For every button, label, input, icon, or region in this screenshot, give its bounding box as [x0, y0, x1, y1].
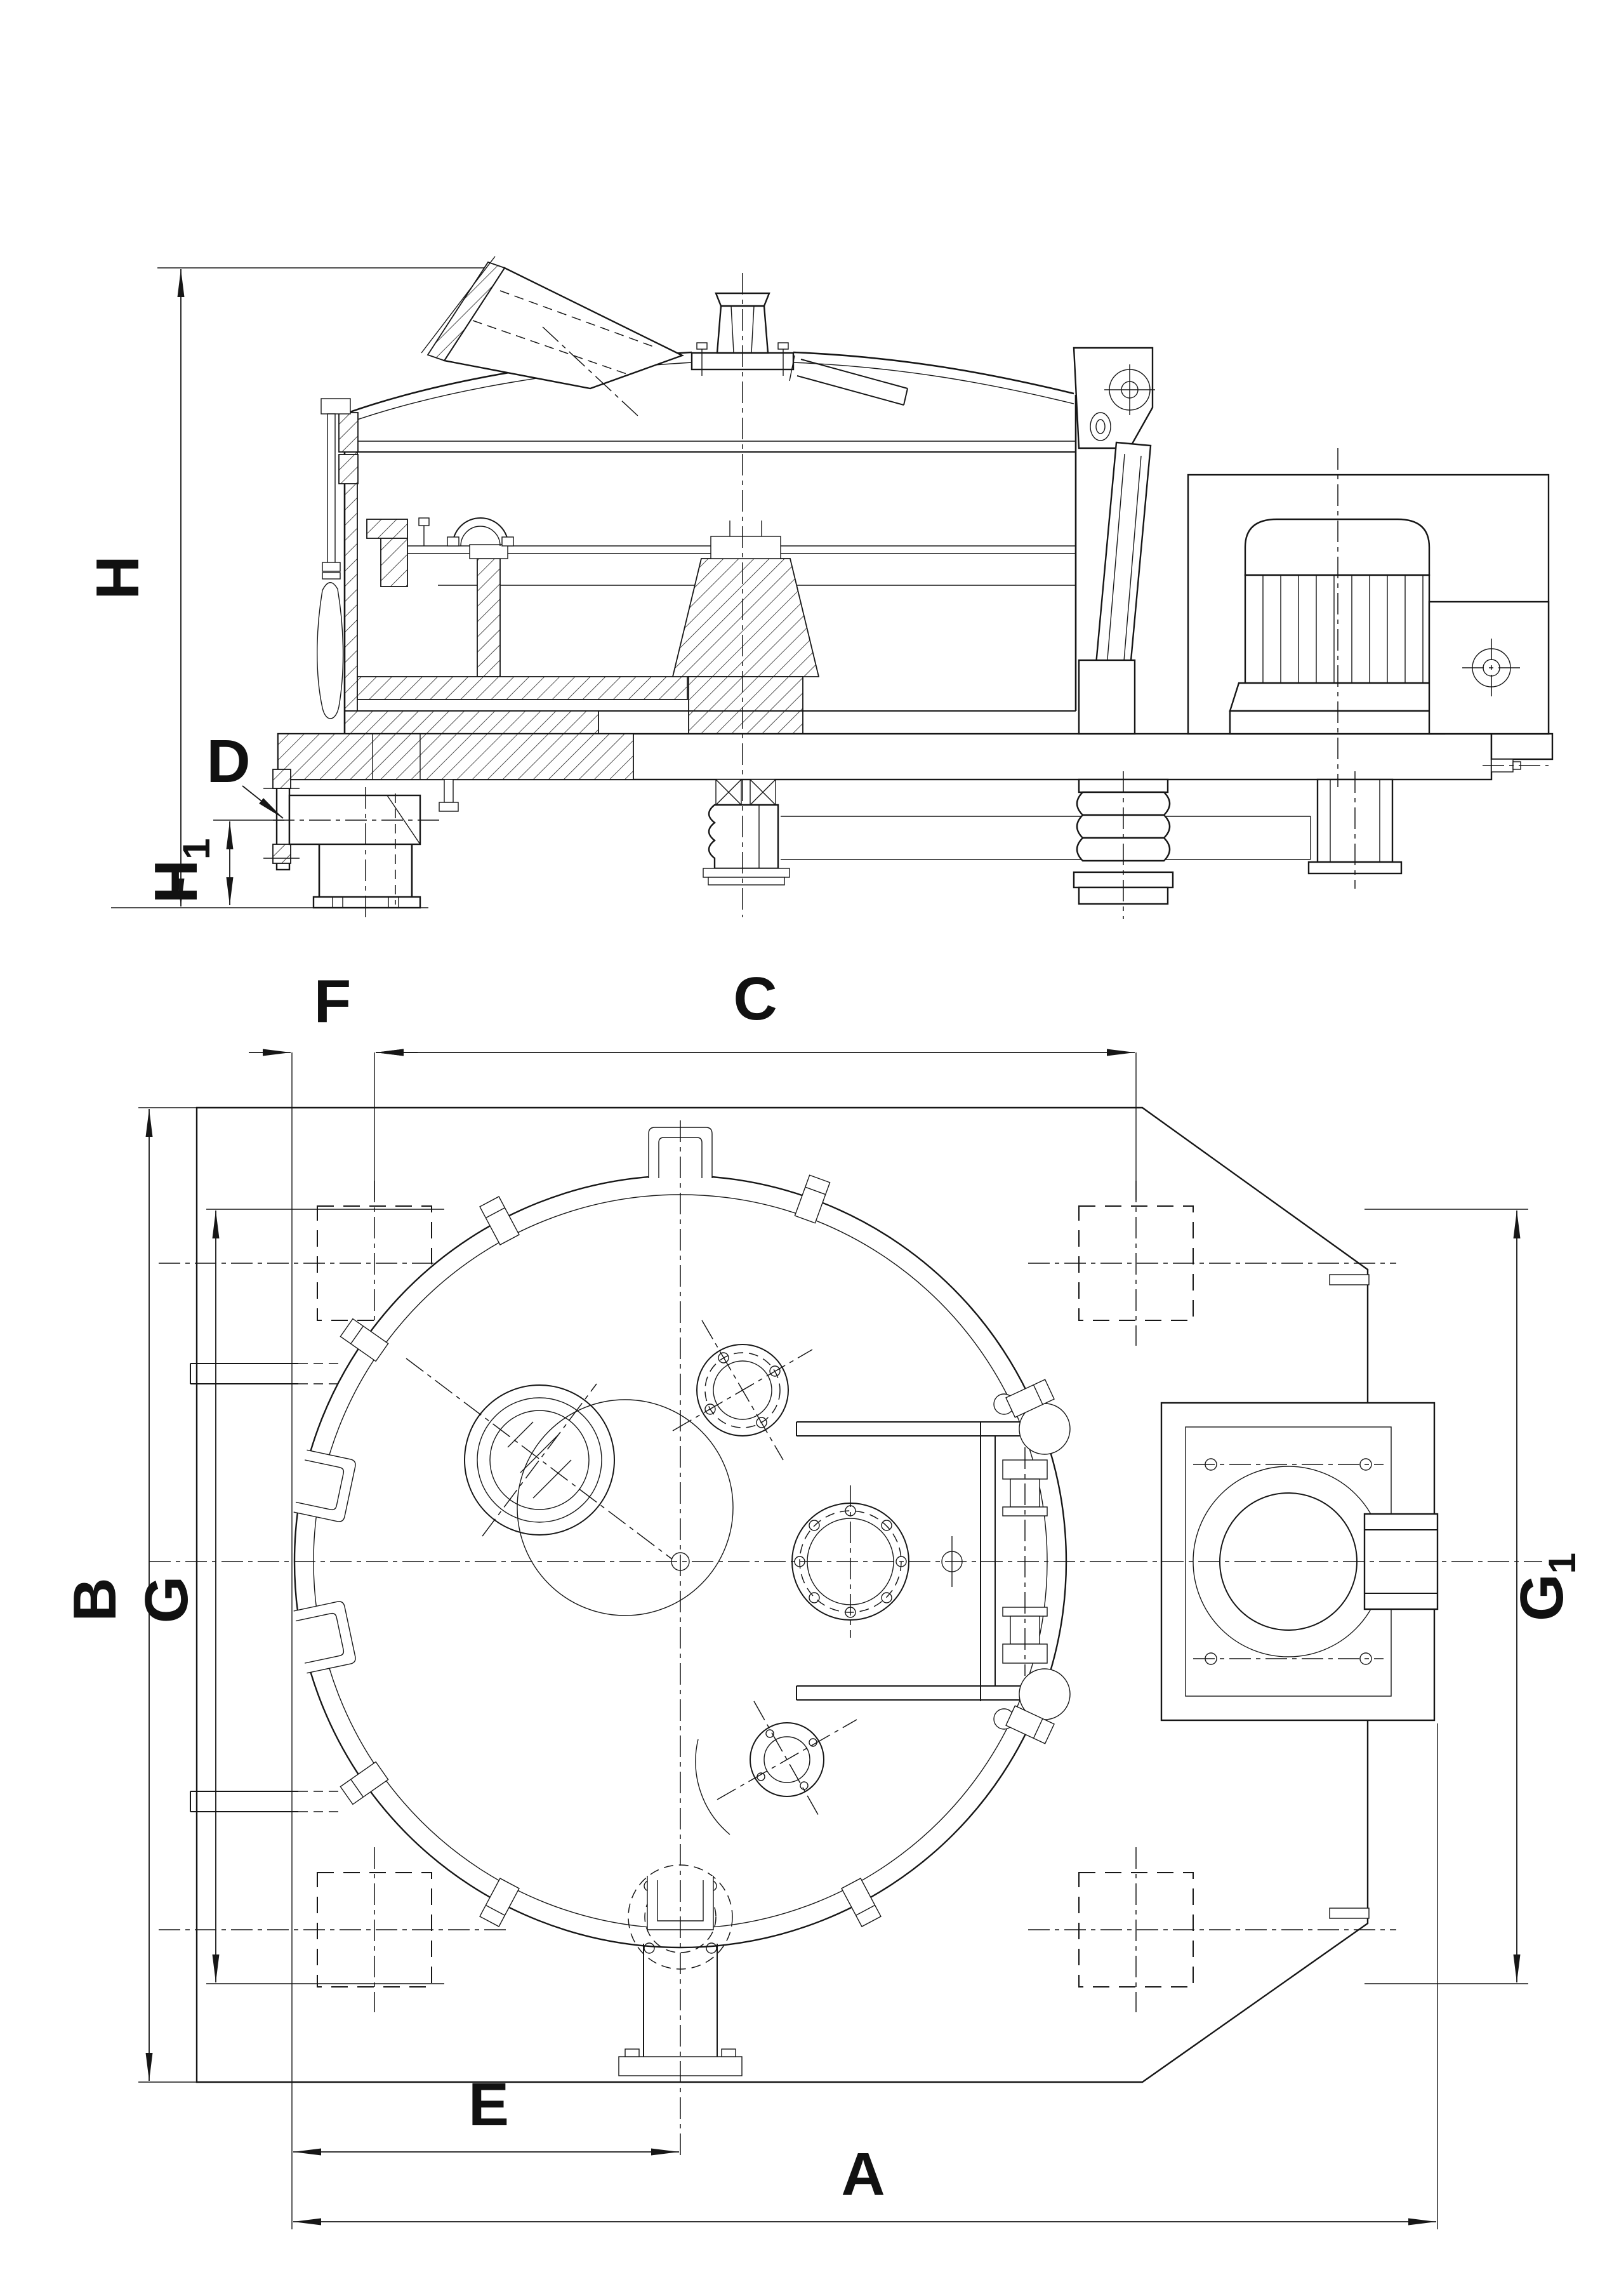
feed-sweep-circle [517, 1399, 734, 1616]
discharge-flange-pad-bottom [272, 844, 291, 864]
shackle-foot-left [447, 536, 459, 547]
base-slab-section [277, 733, 634, 780]
dim-label-G1: G1 [1508, 1553, 1583, 1621]
base-bolt-nut [439, 802, 459, 812]
basket-floor-section [357, 676, 688, 700]
clamp-bolt-rod [327, 413, 336, 566]
dim-label-D: D [206, 727, 250, 795]
motor-ribs [1262, 575, 1424, 683]
discharge-flange-pad-top [272, 769, 291, 789]
motor-dome [1244, 518, 1431, 576]
rim-tab-3 [1005, 1379, 1055, 1418]
left-tab-upper [190, 1363, 343, 1384]
rim-tab-2 [479, 1196, 520, 1245]
edge-tab-top [1329, 1274, 1370, 1285]
rim-handle-left-upper [293, 1449, 356, 1522]
dim-leader-D [242, 785, 284, 819]
right-leg [1307, 771, 1403, 889]
chute-mouth-flange [426, 261, 506, 362]
shackle-foot-right [501, 536, 514, 547]
pulley-plate-2 [708, 877, 785, 886]
dim-label-B: B [61, 1577, 129, 1621]
foot-pads [159, 1181, 1396, 2012]
discharge-assembly [263, 769, 444, 919]
rim-tab-1 [794, 1174, 831, 1224]
lid-bottom-right [793, 362, 1074, 404]
base-plate [277, 733, 1554, 812]
plan-dimensions: F C B G G1 E A [61, 965, 1583, 2229]
sight-glass-axis-1 [406, 1358, 686, 1570]
plan-view: F C B G G1 E A [61, 965, 1583, 2229]
rim-tab-6 [340, 1318, 389, 1362]
rim-tab-7 [841, 1878, 882, 1927]
shackle-outer-arc [452, 517, 509, 547]
motor-ribbed-body [1244, 574, 1431, 684]
motor-assembly [1187, 448, 1550, 787]
feed-chute [421, 256, 685, 416]
clamp-nut-2 [322, 572, 341, 580]
lid-clamp [317, 398, 359, 719]
casing-wall-section [344, 451, 358, 734]
base-bolt [444, 779, 454, 803]
clamp-handle-blade [317, 582, 344, 719]
lid-top-right [793, 351, 1074, 395]
dim-label-C: C [733, 965, 777, 1033]
base-step [1490, 733, 1554, 760]
chute-dash-1 [472, 320, 629, 375]
overflow-pipe [789, 355, 908, 406]
sight-glass [406, 1358, 686, 1570]
rim-tab-4 [1005, 1705, 1055, 1744]
shackle-inner-arc [460, 526, 501, 547]
hub-top-cap [710, 536, 781, 559]
pulley [708, 804, 779, 870]
dim-label-H1: H1 [142, 839, 218, 904]
basket-rim-flange [469, 544, 508, 559]
motor-base-pad [1229, 710, 1446, 735]
hinge-mechanism [1073, 347, 1155, 735]
hinge-bolt-boss [1090, 412, 1111, 441]
belt-run [781, 816, 1311, 860]
base-side-bolt [1483, 759, 1549, 773]
plan-hinge [796, 1393, 1071, 1730]
casing-section [343, 395, 1077, 734]
flange-lower [695, 1701, 857, 1835]
clamp-nut-1 [322, 562, 341, 572]
side-dimensions: H D H1 [84, 269, 284, 906]
dim-label-E: E [468, 2071, 509, 2139]
casing-bottom-ring [344, 710, 599, 734]
side-view: H D H1 [84, 256, 1554, 919]
edge-tab-bottom [1329, 1908, 1370, 1919]
dim-label-H: H [84, 555, 152, 599]
rim-handle-left-lower [293, 1601, 356, 1674]
sight-glass-axis-2 [482, 1383, 597, 1537]
dim-label-G: G [133, 1576, 201, 1624]
dim-label-A: A [841, 2140, 885, 2208]
chute-axis [542, 326, 638, 416]
rim-tab-8 [479, 1878, 520, 1927]
clamp-pivot [320, 398, 351, 415]
bearing-pulley [703, 779, 790, 886]
flange-top [672, 1320, 813, 1461]
chute-dash-2 [499, 290, 658, 348]
foot-plate [312, 896, 421, 909]
clamp-block-lower [338, 454, 359, 484]
clamp-block-upper [338, 412, 359, 453]
chute-flange-face [421, 256, 496, 354]
bearing-housing-section [688, 676, 803, 734]
hinge-lower-bracket [1078, 659, 1136, 735]
rim-tab-5 [340, 1761, 389, 1805]
inner-angle-bracket [366, 517, 430, 587]
hub-cone-section [671, 558, 820, 677]
bellows-damper [1073, 771, 1174, 919]
dim-label-F: F [314, 967, 352, 1035]
swing-arc [695, 1739, 730, 1835]
discharge-diagonal [387, 795, 421, 845]
lid-shackle [447, 517, 514, 547]
basket-wall-section [477, 558, 501, 677]
pulley-plate-1 [703, 868, 790, 878]
motor-skirt [1229, 682, 1446, 712]
left-tab-lower [190, 1791, 343, 1812]
